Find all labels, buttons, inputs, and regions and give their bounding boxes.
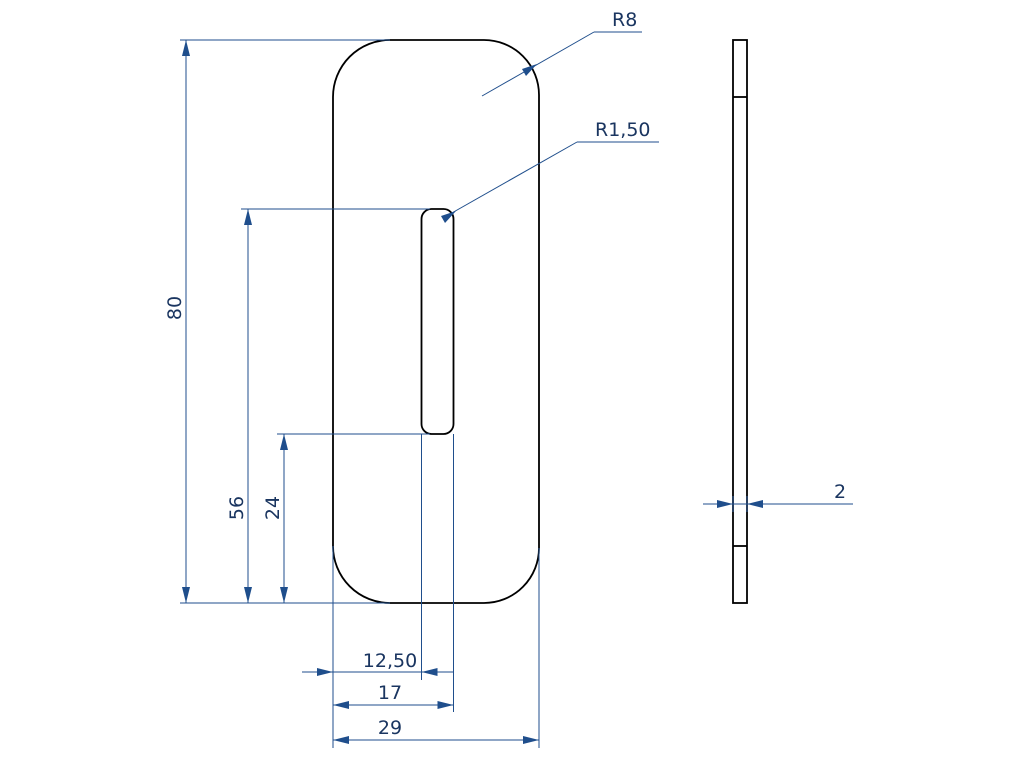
label-thickness: 2 bbox=[834, 481, 846, 503]
arrowhead bbox=[437, 701, 454, 709]
arrowhead bbox=[317, 668, 333, 676]
label-height-total: 80 bbox=[164, 296, 186, 320]
label-slot-right-from-left: 17 bbox=[378, 682, 402, 704]
label-radius-slot: R1,50 bbox=[595, 119, 651, 141]
arrowhead bbox=[244, 209, 252, 225]
leader-radius-outer bbox=[481, 31, 595, 97]
label-radius-outer: R8 bbox=[612, 9, 637, 31]
arrowhead bbox=[747, 500, 763, 508]
front-view bbox=[332, 39, 540, 604]
arrowhead bbox=[182, 40, 190, 56]
arrowhead bbox=[333, 701, 349, 709]
arrowhead bbox=[441, 211, 456, 223]
dimension-lines bbox=[180, 31, 853, 748]
label-width-total: 29 bbox=[378, 717, 402, 739]
label-slot-top-from-bottom: 56 bbox=[226, 496, 248, 520]
plate-outline bbox=[332, 39, 540, 604]
leader-radius-slot bbox=[442, 141, 578, 219]
arrowhead bbox=[280, 587, 288, 603]
plate-edge-outline bbox=[732, 39, 748, 604]
arrowhead bbox=[182, 587, 190, 603]
side-view bbox=[732, 39, 748, 604]
arrowhead bbox=[280, 434, 288, 450]
arrowhead bbox=[244, 587, 252, 603]
slot-outline bbox=[420, 208, 455, 435]
dimension-labels: R8 R1,50 80 56 24 12,50 17 29 2 bbox=[164, 9, 846, 739]
arrowhead bbox=[523, 736, 539, 744]
arrowhead bbox=[522, 64, 537, 76]
arrowhead bbox=[421, 668, 438, 676]
arrowhead bbox=[333, 736, 349, 744]
arrowhead bbox=[717, 500, 733, 508]
label-slot-bottom-from-bottom: 24 bbox=[262, 496, 284, 520]
label-slot-left-from-left: 12,50 bbox=[363, 650, 417, 672]
